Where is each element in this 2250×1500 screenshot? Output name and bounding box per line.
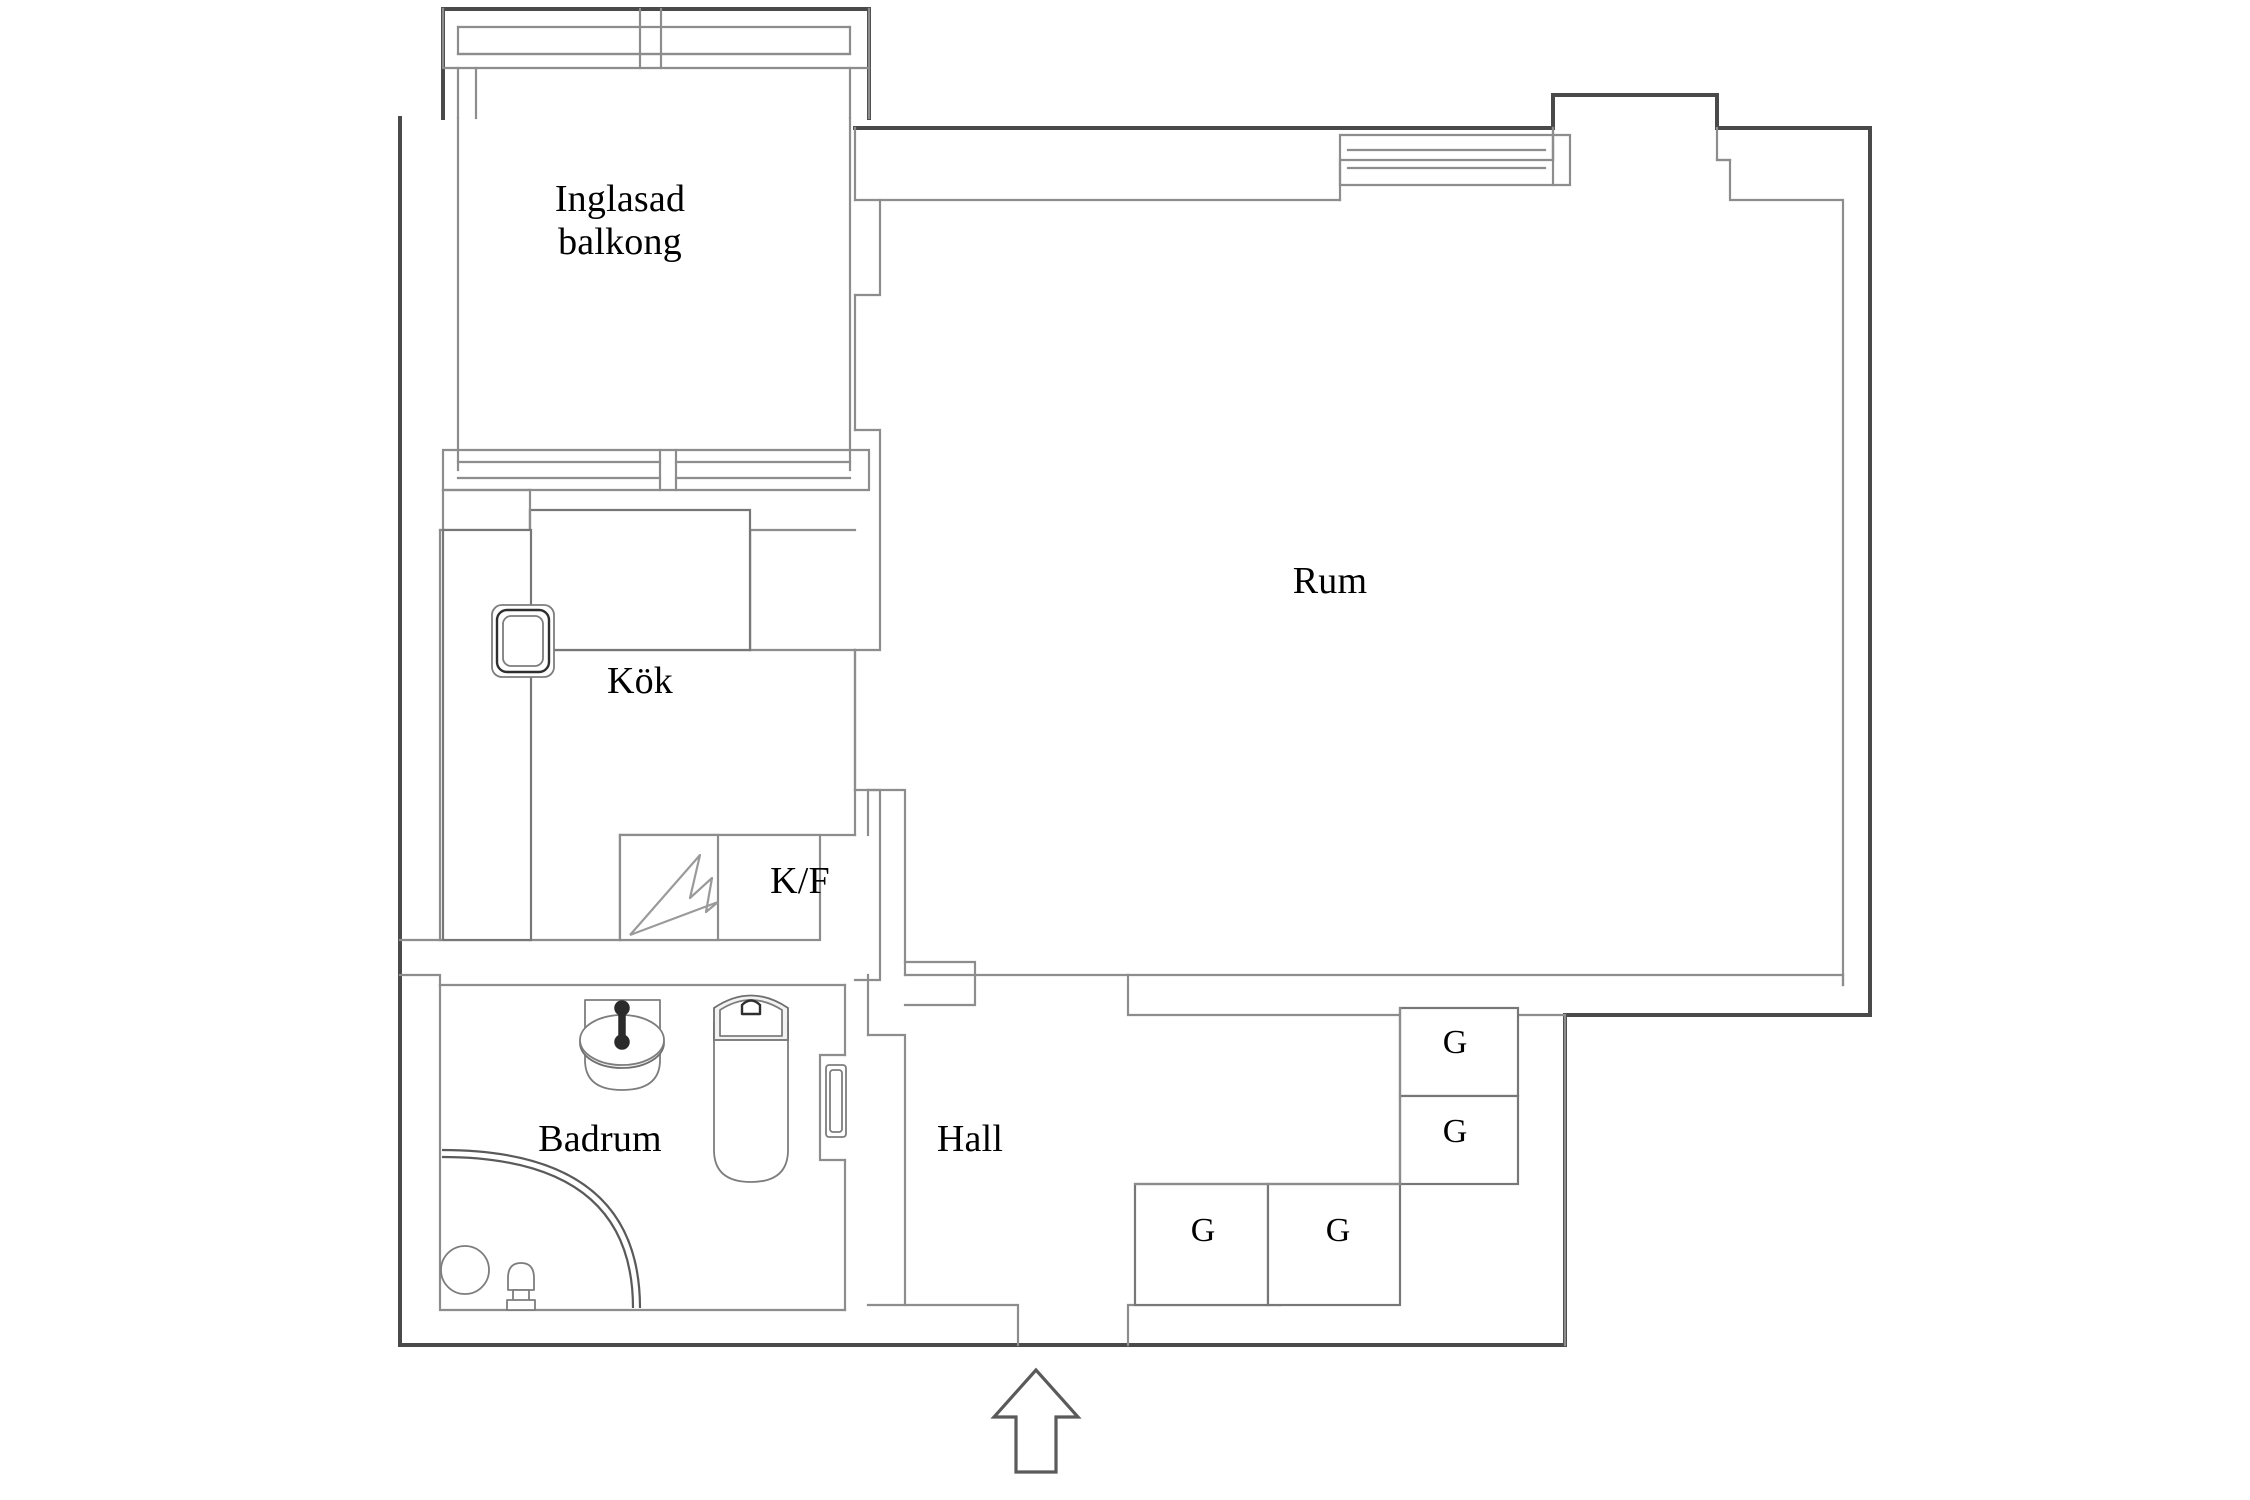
toilet (713, 994, 789, 1183)
apartment-outer-walls (398, 93, 1872, 1347)
living-room-walls (853, 126, 1845, 1347)
kitchen-sink (491, 604, 555, 678)
bathroom-walls (398, 938, 847, 1312)
door-markers (825, 1064, 847, 1138)
floor-drain (440, 1245, 490, 1295)
kitchen-counter (441, 528, 555, 942)
closet-upper-2 (1398, 1094, 1520, 1186)
balcony-structure (441, 7, 871, 492)
closet-lower-1 (1133, 1182, 1270, 1307)
closet-lower-2 (1266, 1182, 1402, 1307)
closets (1133, 1006, 1520, 1307)
fridge-freezer-unit (618, 833, 822, 942)
bathroom-sink (579, 999, 665, 1091)
shower-mixer (506, 1262, 536, 1311)
closet-upper-1 (1398, 1006, 1520, 1098)
entrance-arrow (990, 1367, 1082, 1474)
shower-door (441, 1148, 642, 1309)
